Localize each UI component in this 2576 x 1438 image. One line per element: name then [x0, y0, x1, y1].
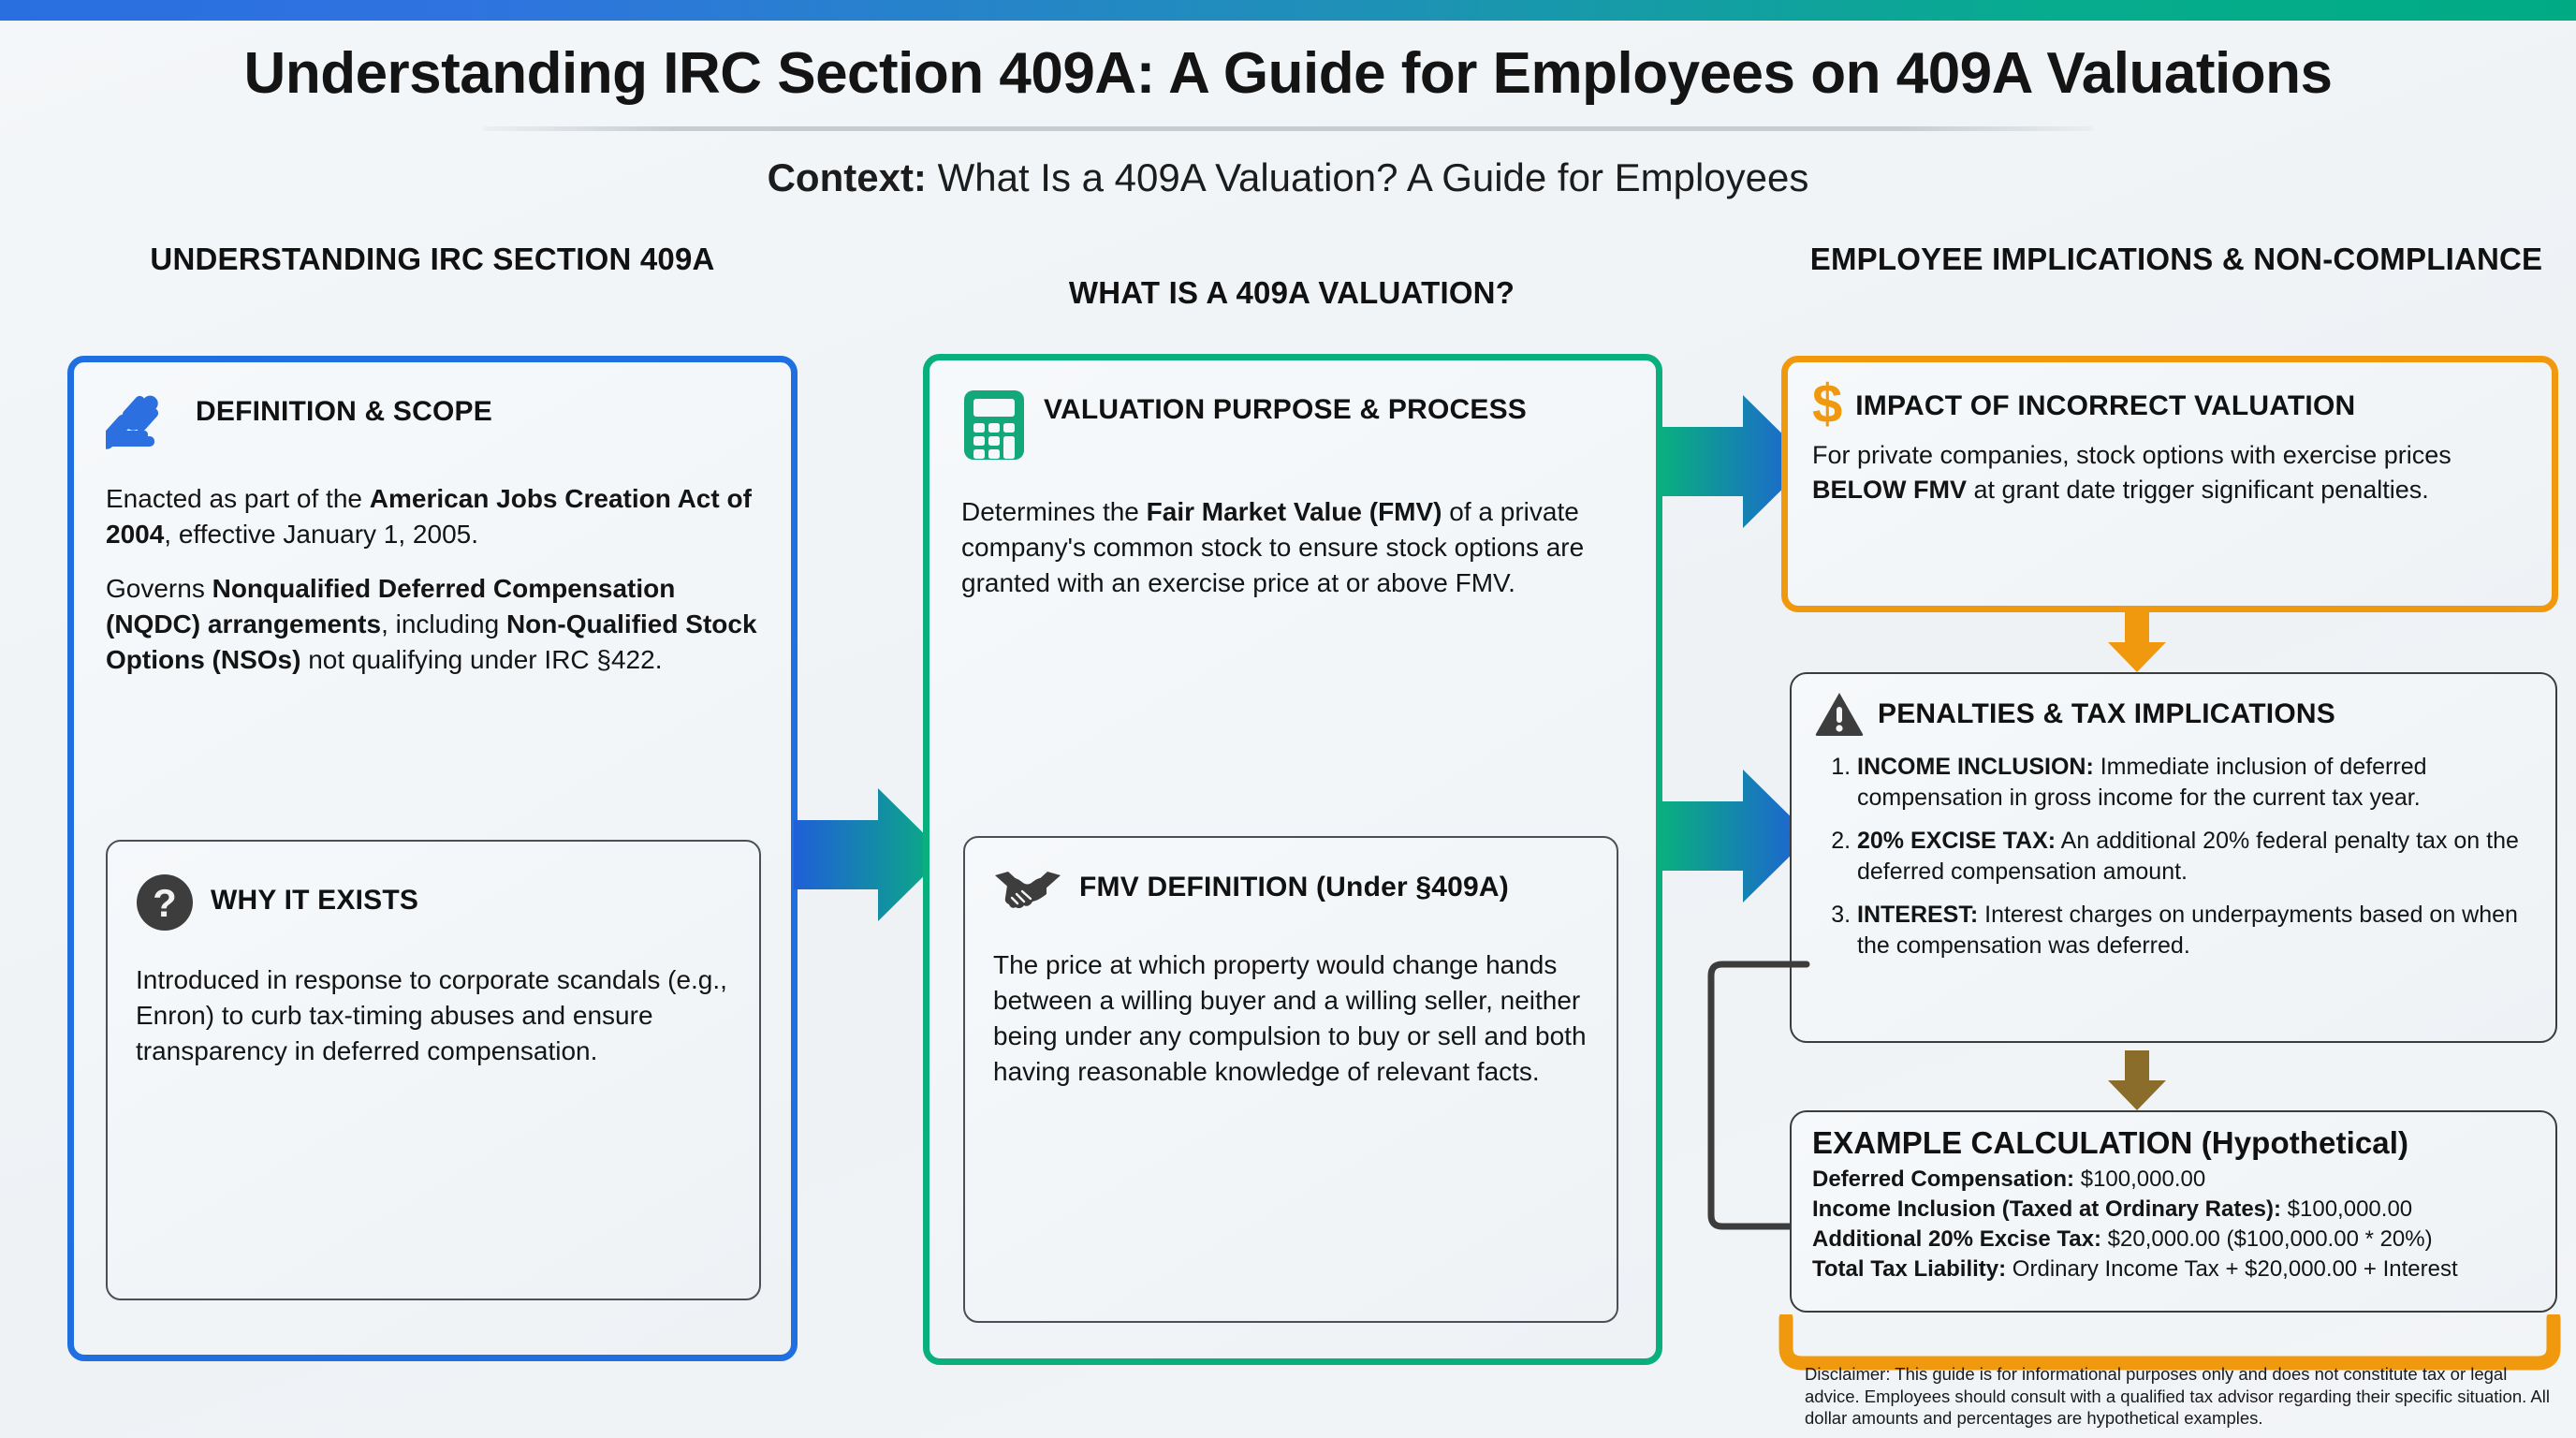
arrow-col2-to-impact	[1659, 395, 1810, 528]
card-body-valuation-purpose: Determines the Fair Market Value (FMV) o…	[961, 494, 1624, 601]
arrow-col1-to-col2	[794, 788, 945, 921]
svg-text:?: ?	[153, 881, 177, 925]
list-item: INTEREST: Interest charges on underpayme…	[1857, 900, 2533, 961]
paragraph: For private companies, stock options wit…	[1812, 441, 2452, 505]
arrow-penalties-to-example	[2108, 1050, 2166, 1110]
example-calculation-rows: Deferred Compensation: $100,000.00 Incom…	[1812, 1165, 2535, 1285]
arrow-col2-to-penalties	[1659, 770, 1810, 902]
gavel-icon	[98, 390, 179, 457]
context-text: What Is a 409A Valuation? A Guide for Em…	[926, 155, 1809, 200]
top-accent-bar	[0, 0, 2576, 21]
card-fmv-definition: FMV DEFINITION (Under §409A) The price a…	[963, 836, 1618, 1323]
penalties-list: INCOME INCLUSION: Immediate inclusion of…	[1814, 752, 2533, 961]
column-heading-what-is-409a: WHAT IS A 409A VALUATION?	[1068, 275, 1515, 310]
card-example-calculation: EXAMPLE CALCULATION (Hypothetical) Defer…	[1790, 1110, 2557, 1313]
page-header: Understanding IRC Section 409A: A Guide …	[0, 21, 2576, 200]
table-row: Total Tax Liability: Ordinary Income Tax…	[1812, 1256, 2458, 1283]
card-valuation-purpose-process: VALUATION PURPOSE & PROCESS Determines t…	[923, 354, 1662, 1365]
table-row: Deferred Compensation: $100,000.00	[1812, 1167, 2206, 1192]
title-divider	[483, 126, 2093, 132]
paragraph: The price at which property would change…	[993, 950, 1587, 1087]
paragraph: Enacted as part of the American Jobs Cre…	[106, 484, 752, 550]
card-body-fmv-definition: The price at which property would change…	[993, 947, 1588, 1090]
card-header-impact: $ IMPACT OF INCORRECT VALUATION	[1812, 374, 2527, 434]
context-subtitle: Context: What Is a 409A Valuation? A Gui…	[0, 155, 2576, 200]
card-title-why-it-exists: WHY IT EXISTS	[211, 885, 419, 916]
card-header-fmv-definition: FMV DEFINITION (Under §409A)	[993, 866, 1588, 923]
context-label: Context:	[767, 155, 927, 200]
list-item: 20% EXCISE TAX: An additional 20% federa…	[1857, 826, 2533, 887]
card-header-valuation-purpose: VALUATION PURPOSE & PROCESS	[961, 389, 1624, 466]
paragraph: Determines the Fair Market Value (FMV) o…	[961, 497, 1585, 598]
orange-bottom-bracket	[1778, 1314, 2561, 1371]
card-title-fmv-definition: FMV DEFINITION (Under §409A)	[1079, 872, 1509, 902]
column-heading-understanding-irc: UNDERSTANDING IRC SECTION 409A	[150, 242, 715, 276]
card-header-definition-scope: DEFINITION & SCOPE	[98, 390, 759, 457]
card-header-penalties: PENALTIES & TAX IMPLICATIONS	[1814, 691, 2533, 742]
table-row: Additional 20% Excise Tax: $20,000.00 ($…	[1812, 1226, 2433, 1253]
card-title-definition-scope: DEFINITION & SCOPE	[196, 396, 492, 427]
card-title-valuation-purpose: VALUATION PURPOSE & PROCESS	[1044, 394, 1528, 425]
card-body-impact: For private companies, stock options wit…	[1812, 438, 2527, 506]
column-heading-employee-implications: EMPLOYEE IMPLICATIONS & NON-COMPLIANCE	[1809, 242, 2543, 276]
card-penalties-tax-implications: PENALTIES & TAX IMPLICATIONS INCOME INCL…	[1790, 672, 2557, 1043]
table-row: Income Inclusion (Taxed at Ordinary Rate…	[1812, 1196, 2413, 1223]
card-title-example-calculation: EXAMPLE CALCULATION (Hypothetical)	[1812, 1125, 2409, 1160]
card-why-it-exists: ? WHY IT EXISTS Introduced in response t…	[106, 840, 761, 1300]
card-body-definition-scope: Enacted as part of the American Jobs Cre…	[106, 481, 759, 678]
paragraph: Introduced in response to corporate scan…	[136, 965, 727, 1066]
arrow-impact-to-penalties	[2108, 612, 2166, 672]
disclaimer-text: Disclaimer: This guide is for informatio…	[1805, 1364, 2550, 1429]
card-definition-scope: DEFINITION & SCOPE Enacted as part of th…	[67, 356, 798, 1361]
paragraph: Governs Nonqualified Deferred Compensati…	[106, 574, 757, 675]
calculator-icon	[961, 389, 1027, 466]
card-impact-of-incorrect-valuation: $ IMPACT OF INCORRECT VALUATION For priv…	[1781, 356, 2558, 612]
card-body-why-it-exists: Introduced in response to corporate scan…	[136, 962, 731, 1069]
card-title-penalties: PENALTIES & TAX IMPLICATIONS	[1878, 698, 2335, 729]
card-header-why-it-exists: ? WHY IT EXISTS	[136, 873, 731, 936]
warning-triangle-icon	[1814, 691, 1865, 742]
list-item: INCOME INCLUSION: Immediate inclusion of…	[1857, 752, 2533, 813]
handshake-icon	[993, 866, 1062, 923]
dollar-sign-icon: $	[1812, 374, 1843, 434]
page-title: Understanding IRC Section 409A: A Guide …	[243, 41, 2333, 106]
question-mark-icon: ?	[136, 873, 194, 936]
card-title-impact: IMPACT OF INCORRECT VALUATION	[1855, 390, 2356, 421]
